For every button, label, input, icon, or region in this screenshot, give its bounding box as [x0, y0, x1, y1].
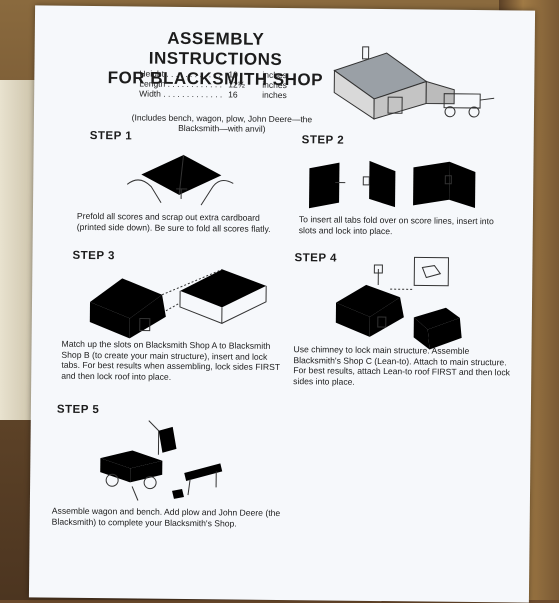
dimension-value: 16 — [228, 89, 258, 99]
dimension-value: 10 — [228, 69, 258, 79]
step-5-title: STEP 5 — [57, 404, 100, 416]
step-5-illustration — [92, 416, 263, 506]
step-1-illustration — [121, 144, 242, 215]
title-line-1: ASSEMBLY INSTRUCTIONS — [149, 29, 283, 69]
instruction-sheet: ASSEMBLY INSTRUCTIONS FOR BLACKSMITH SHO… — [29, 5, 535, 602]
shop-illustration — [326, 40, 497, 124]
dimension-unit: inches — [262, 70, 287, 80]
step-1-text: Prefold all scores and scrap out extra c… — [77, 211, 282, 234]
step-5-text: Assemble wagon and bench. Add plow and J… — [52, 506, 282, 529]
dimension-unit: inches — [262, 80, 287, 90]
step-3-text: Match up the slots on Blacksmith Shop A … — [61, 339, 281, 383]
step-3-illustration — [82, 260, 283, 342]
dimension-value: 12½ — [228, 79, 258, 89]
step-4-text: Use chimney to lock main structure. Asse… — [293, 344, 515, 388]
dimension-label: Width . . . . . . . . . . . . . — [139, 88, 224, 99]
step-2-text: To insert all tabs fold over on score li… — [299, 214, 499, 237]
step-2-title: STEP 2 — [302, 134, 345, 146]
step-2-illustration — [305, 156, 496, 216]
dimension-row-width: Width . . . . . . . . . . . . . 16 inche… — [139, 88, 287, 100]
step-4-illustration — [330, 255, 501, 353]
dimension-unit: inches — [262, 90, 287, 100]
includes-note: (Includes bench, wagon, plow, John Deere… — [112, 112, 332, 134]
dimensions-list: Height . . . . . . . . . . . . 10 inches… — [139, 68, 287, 100]
step-1-title: STEP 1 — [90, 130, 133, 142]
